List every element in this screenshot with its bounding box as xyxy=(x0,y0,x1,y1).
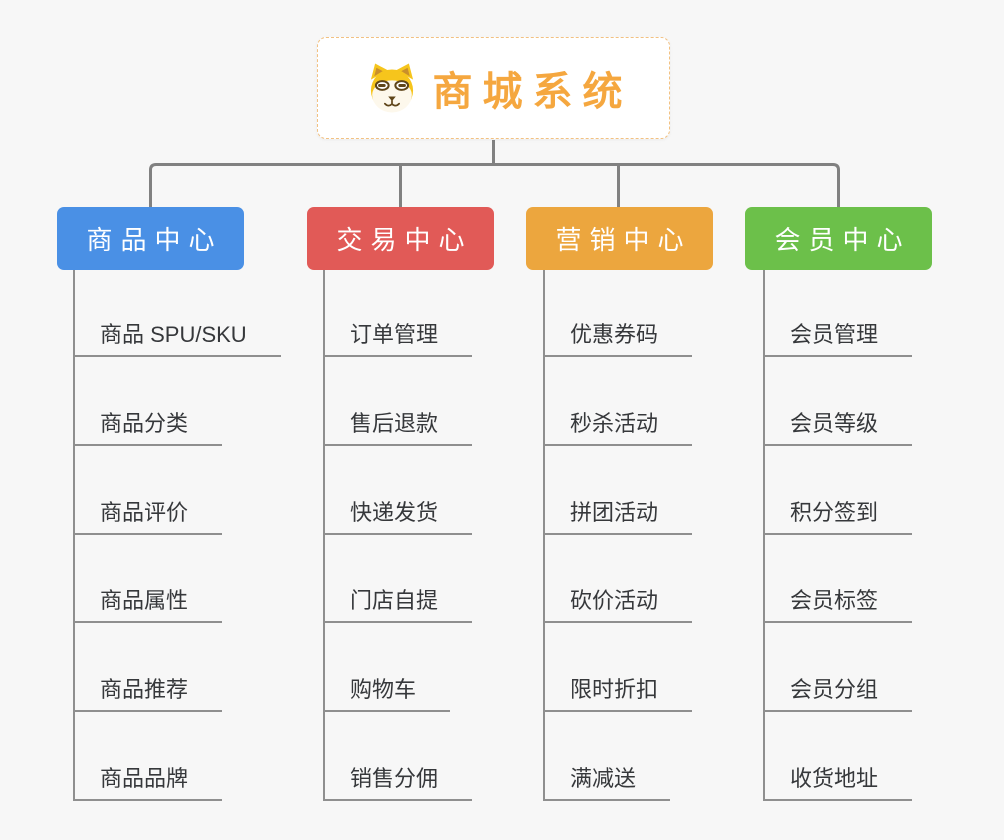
leaf-node[interactable]: 门店自提 xyxy=(323,588,473,623)
root-title: 商城系统 xyxy=(432,70,633,114)
leaf-node[interactable]: 售后退款 xyxy=(323,411,473,446)
branch-label: 交易中心 xyxy=(336,225,473,255)
leaf-node[interactable]: 会员管理 xyxy=(763,322,913,357)
leaf-node[interactable]: 拼团活动 xyxy=(543,500,693,535)
leaf-node[interactable]: 会员等级 xyxy=(763,411,913,446)
leaf-node[interactable]: 商品品牌 xyxy=(73,766,223,801)
leaf-node[interactable]: 收货地址 xyxy=(763,766,913,801)
branch-node-marketing-center[interactable]: 营销中心 xyxy=(526,207,713,270)
branch-node-member-center[interactable]: 会员中心 xyxy=(745,207,932,270)
branch-label: 会员中心 xyxy=(774,225,911,255)
leaf-node[interactable]: 购物车 xyxy=(323,677,451,712)
leaf-node[interactable]: 会员标签 xyxy=(763,588,913,623)
leaf-node[interactable]: 限时折扣 xyxy=(543,677,693,712)
leaf-node[interactable]: 秒杀活动 xyxy=(543,411,693,446)
leaf-node[interactable]: 快递发货 xyxy=(323,500,473,535)
leaf-node[interactable]: 商品属性 xyxy=(73,588,223,623)
branch-node-product-center[interactable]: 商品中心 xyxy=(57,207,244,270)
leaf-node[interactable]: 砍价活动 xyxy=(543,588,693,623)
leaf-node[interactable]: 订单管理 xyxy=(323,322,473,357)
branch-label: 商品中心 xyxy=(86,225,223,255)
leaf-node[interactable]: 商品评价 xyxy=(73,500,223,535)
leaf-node[interactable]: 商品 SPU/SKU xyxy=(73,322,281,357)
leaf-node[interactable]: 商品分类 xyxy=(73,411,223,446)
leaf-node[interactable]: 销售分佣 xyxy=(323,766,473,801)
leaf-node[interactable]: 满减送 xyxy=(543,766,671,801)
leaf-node[interactable]: 会员分组 xyxy=(763,677,913,712)
dog-face-icon xyxy=(370,63,413,113)
root-node-mall-system[interactable]: 商城系统 xyxy=(317,37,670,139)
leaf-node[interactable]: 积分签到 xyxy=(763,500,913,535)
leaf-node[interactable]: 优惠券码 xyxy=(543,322,693,357)
branch-label: 营销中心 xyxy=(555,225,692,255)
leaf-node[interactable]: 商品推荐 xyxy=(73,677,223,712)
branch-node-trade-center[interactable]: 交易中心 xyxy=(307,207,494,270)
